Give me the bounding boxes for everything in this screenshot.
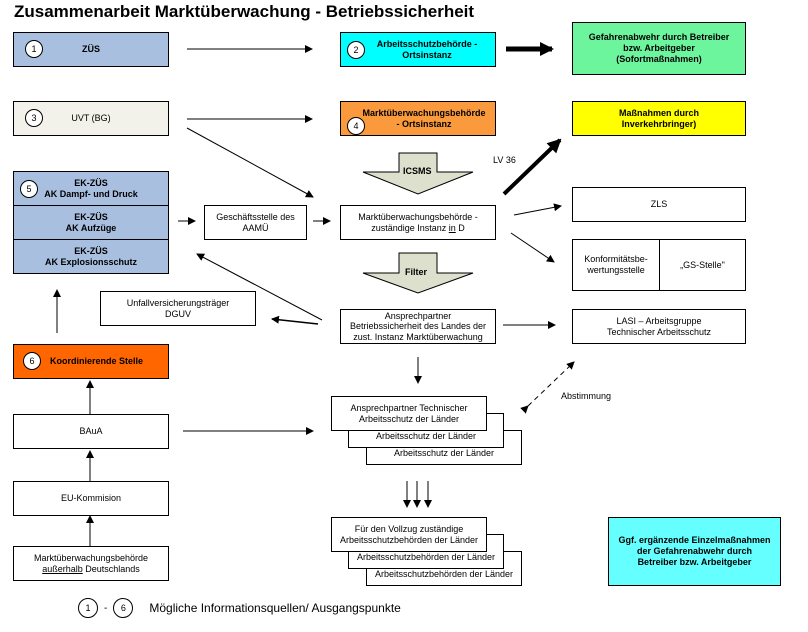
ansprech-line3: zust. Instanz Marktüberwachung (353, 331, 483, 342)
geschaeftsstelle-line2: AAMÜ (242, 222, 269, 233)
diagram-title: Zusammenarbeit Marktüberwachung - Betrie… (14, 2, 475, 21)
zus-label: ZÜS (82, 44, 100, 54)
arbeitsschutz-line2: Ortsinstanz (402, 49, 452, 60)
arrow-lv36-to-massnahmen (502, 138, 562, 196)
ekzus-explosionsschutz-box: EK-ZÜS AK Explosionsschutz (13, 239, 169, 274)
ansprech-line2: Betriebssicherheit des Landes der (349, 321, 487, 332)
uvt-box: 3 UVT (BG) (13, 101, 169, 136)
zls-label: ZLS (650, 199, 668, 209)
ekzus-aufzuege-line1: EK-ZÜS (74, 211, 108, 222)
ansprech-tech-line2: Arbeitsschutz der Länder (358, 413, 460, 424)
arrow-abstimmung (520, 361, 575, 414)
arrow-ansprechpartner-to-ekzus (196, 253, 323, 321)
source-number-5: 5 (20, 180, 38, 198)
lv36-label: LV 36 (493, 155, 516, 165)
legend-text: Mögliche Informationsquellen/ Ausgangspu… (149, 601, 401, 615)
zus-box: 1 ZÜS (13, 32, 169, 67)
unfallversicherung-box: Unfallversicherungsträger DGUV (100, 291, 256, 326)
ergaenzend-line3: Betreiber bzw. Arbeitgeber (637, 557, 752, 567)
markt-zustaendig-line1: Marktüberwachungsbehörde - (358, 211, 478, 222)
baua-label: BAuA (79, 426, 103, 436)
koordinierende-stelle-box: 6 Koordinierende Stelle (13, 344, 169, 379)
lasi-line1: LASI – Arbeitsgruppe (616, 315, 702, 326)
ekzus-dampf-line1: EK-ZÜS (74, 177, 108, 188)
ausland-line2: außerhalb Deutschlands (42, 563, 140, 574)
geschaeftsstelle-box: Geschäftsstelle des AAMÜ (204, 205, 307, 240)
unfall-line2: DGUV (164, 308, 191, 319)
filter-block-arrow (362, 252, 474, 294)
source-number-6: 6 (23, 352, 41, 370)
konformitaet-line2: wertungsstelle (587, 265, 645, 275)
vollzug-back-1-label: Arbeitsschutzbehörden der Länder (356, 552, 496, 562)
vollzug-front: Für den Vollzug zuständige Arbeitsschutz… (331, 517, 487, 552)
ansprech-tech-line1: Ansprechpartner Technischer (350, 402, 468, 413)
arbeitsschutzbehoerde-ortsinstanz-box: 2 Arbeitsschutzbehörde - Ortsinstanz (340, 32, 496, 67)
baua-box: BAuA (13, 414, 169, 449)
ansprech-tech-front: Ansprechpartner Technischer Arbeitsschut… (331, 396, 487, 431)
arrow-uvt-to-marktueberwachung-zustaendig (186, 127, 314, 198)
markt-orts-line2: - Ortsinstanz (396, 118, 452, 129)
vollzug-back-2-label: Arbeitsschutzbehörden der Länder (374, 569, 514, 579)
gefahrenabwehr-box: Gefahrenabwehr durch Betreiber bzw. Arbe… (572, 22, 746, 75)
ergaenzende-massnahmen-box: Ggf. ergänzende Einzelmaßnahmen der Gefa… (608, 517, 781, 586)
konformitaet-cell: Konformitätsbe- wertungsstelle (573, 240, 660, 290)
vollzug-line1: Für den Vollzug zuständige (354, 523, 464, 534)
source-number-3: 3 (25, 109, 43, 127)
arbeitsschutz-line1: Arbeitsschutzbehörde - (376, 38, 478, 49)
lasi-box: LASI – Arbeitsgruppe Technischer Arbeits… (572, 309, 746, 344)
ergaenzend-line2: der Gefahrenabwehr durch (636, 546, 753, 556)
marktueberwachung-ortsinstanz-box: 4 Marktüberwachungsbehörde - Ortsinstanz (340, 101, 496, 136)
uvt-label: UVT (BG) (71, 113, 111, 123)
marktueberwachung-ausland-box: Marktüberwachungsbehörde außerhalb Deuts… (13, 546, 169, 581)
ansprech-tech-back-2-label: Arbeitsschutz der Länder (393, 448, 495, 458)
zls-box: ZLS (572, 187, 746, 222)
ansprech-tech-back-1-label: Arbeitsschutz der Länder (375, 431, 477, 441)
abstimmung-label: Abstimmung (561, 391, 612, 401)
ansprech-line1: Ansprechpartner (384, 310, 452, 321)
vollzug-line2: Arbeitsschutzbehörden der Länder (339, 534, 479, 545)
markt-zustaendig-line2: zuständige Instanz in D (371, 222, 465, 233)
ekzus-dampf-box: 5 EK-ZÜS AK Dampf- und Druck (13, 171, 169, 206)
koordinierende-label: Koordinierende Stelle (50, 356, 144, 366)
massnahmen-line2: Inverkehrbringer) (621, 118, 697, 129)
ekzus-aufzuege-box: EK-ZÜS AK Aufzüge (13, 205, 169, 240)
ausland-line1: Marktüberwachungsbehörde (33, 552, 149, 563)
legend-circle-6: 6 (113, 598, 134, 618)
geschaeftsstelle-line1: Geschäftsstelle des (216, 211, 295, 222)
source-number-1: 1 (25, 40, 43, 58)
lasi-line2: Technischer Arbeitsschutz (606, 326, 712, 337)
icsms-block-arrow (362, 152, 474, 195)
legend-dash: - (104, 602, 108, 614)
arrow-ansprechpartner-to-unfall (271, 315, 319, 325)
gefahrenabwehr-line2: bzw. Arbeitgeber (623, 43, 695, 53)
massnahmen-line1: Maßnahmen durch (618, 107, 699, 118)
ergaenzend-line1: Ggf. ergänzende Einzelmaßnahmen (618, 535, 771, 545)
legend: 1 - 6 Mögliche Informationsquellen/ Ausg… (78, 598, 401, 618)
gefahrenabwehr-line3: (Sofortmaßnahmen) (616, 54, 702, 64)
konformitaet-line1: Konformitätsbe- (584, 254, 648, 264)
icsms-label: ICSMS (403, 166, 432, 176)
eu-kommission-box: EU-Kommision (13, 481, 169, 516)
source-number-4: 4 (347, 117, 365, 135)
ansprechpartner-betriebssicherheit-box: Ansprechpartner Betriebssicherheit des L… (340, 309, 496, 344)
eu-label: EU-Kommision (60, 493, 121, 503)
ekzus-dampf-line2: AK Dampf- und Druck (44, 188, 138, 199)
marktueberwachung-zustaendig-box: Marktüberwachungsbehörde - zuständige In… (340, 205, 496, 240)
source-number-2: 2 (347, 41, 365, 59)
arrow-marktueberwachung-to-konformitaet (510, 232, 555, 263)
markt-orts-line1: Marktüberwachungsbehörde (362, 107, 486, 118)
ekzus-aufzuege-line2: AK Aufzüge (65, 222, 117, 233)
massnahmen-box: Maßnahmen durch Inverkehrbringer) (572, 101, 746, 136)
filter-label: Filter (405, 267, 428, 277)
unfall-line1: Unfallversicherungsträger (126, 297, 230, 308)
gs-stelle-label: „GS-Stelle" (680, 259, 725, 270)
arrow-marktueberwachung-to-zls (513, 203, 562, 216)
gs-stelle-cell: „GS-Stelle" (660, 240, 745, 290)
gefahrenabwehr-line1: Gefahrenabwehr durch Betreiber (588, 32, 730, 42)
legend-circle-1: 1 (78, 598, 98, 618)
konformitaet-box: Konformitätsbe- wertungsstelle „GS-Stell… (572, 239, 746, 291)
ekzus-ex-line2: AK Explosionsschutz (44, 256, 137, 267)
ekzus-ex-line1: EK-ZÜS (74, 245, 108, 256)
